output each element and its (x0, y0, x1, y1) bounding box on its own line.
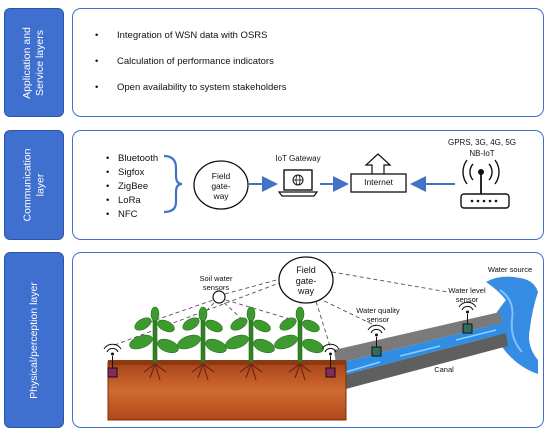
plant-2 (177, 306, 227, 363)
soil-sensor-hub (212, 290, 226, 304)
soil-sensors-label: Soil water sensors (199, 274, 233, 292)
plants (129, 306, 324, 363)
water-level-label: Water level sensor (448, 286, 486, 304)
cell-router-icon (460, 159, 510, 209)
internet-label: Internet (364, 177, 393, 187)
protocol-lora: LoRa (106, 195, 141, 206)
cellular-label: GPRS, 3G, 4G, 5G NB-IoT (447, 138, 517, 158)
canal-water-highlight (345, 329, 497, 373)
protocol-sigfox: Sigfox (106, 167, 145, 178)
canal-label: Canal (434, 365, 454, 374)
protocol-zigbee: ZigBee (106, 181, 148, 192)
protocol-nfc: NFC (106, 209, 137, 220)
internet-up-arrow (364, 153, 392, 174)
water-quality-sensor (367, 324, 386, 357)
canal-bottom-wall (340, 333, 508, 390)
app-item-availability: Open availability to system stakeholders (95, 82, 286, 93)
plant-4 (274, 306, 324, 363)
internet-box (350, 173, 407, 193)
water-source-label: Water source (487, 265, 533, 274)
phys-field-gateway-label: Field gate- way (295, 265, 317, 296)
soil-bed (107, 361, 347, 421)
plant-1 (129, 306, 179, 363)
layer-tab-physical: Physical/perception layer (4, 252, 64, 428)
protocols-brace (163, 154, 183, 214)
iot-gateway-label: IoT Gateway (275, 154, 321, 163)
water-source-highlight (499, 289, 523, 353)
app-item-indicators: Calculation of performance indicators (95, 56, 274, 67)
water-level-sensor (458, 301, 477, 334)
phys-field-gateway-circle (278, 256, 334, 304)
protocol-bluetooth: Bluetooth (106, 153, 158, 164)
comm-field-gateway-circle (193, 160, 249, 210)
plant-3 (225, 306, 275, 363)
layer-tab-application: Application and Service layers (4, 8, 64, 117)
laptop-icon (277, 169, 319, 197)
roots (143, 363, 312, 381)
soil-surface (108, 360, 346, 365)
soil-sensor-right (321, 343, 340, 378)
water-quality-label: Water quality sensor (356, 306, 400, 324)
comm-field-gateway-label: Field gate- way (211, 171, 231, 201)
soil-sensor-left (103, 343, 122, 378)
app-item-integration: Integration of WSN data with OSRS (95, 30, 268, 41)
dashed-links (111, 271, 449, 347)
layer-tab-communication: Communication layer (4, 130, 64, 240)
